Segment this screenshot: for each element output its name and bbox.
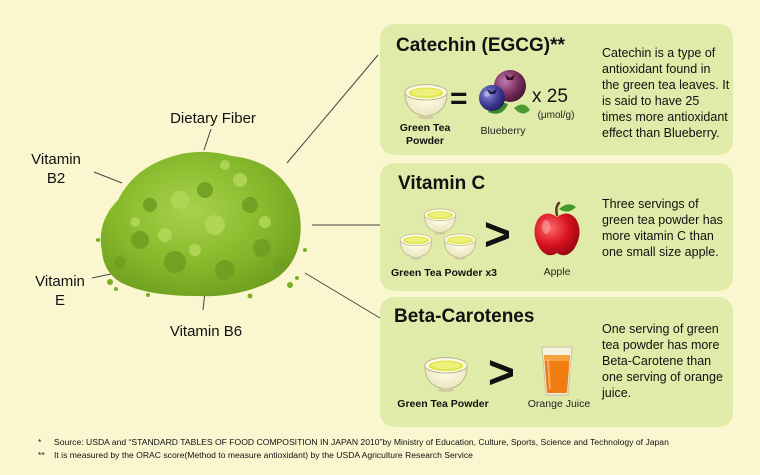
beta-carotenes-description: One serving of green tea powder has more… — [602, 322, 723, 400]
multiplier-value: x 25 — [532, 86, 568, 107]
label-vitamin-b2-line2: B2 — [46, 170, 66, 187]
card-beta-carotenes-title: Beta-Carotenes — [394, 306, 535, 327]
green-tea-cup-icon — [443, 233, 477, 260]
label-dietary-fiber: Dietary Fiber — [170, 110, 256, 127]
green-tea-cup-icon — [404, 84, 448, 120]
label-vitamin-b6: Vitamin B6 — [169, 323, 243, 340]
green-tea-powder-label-line1: Green Tea — [399, 122, 451, 134]
greater-than-sign: > — [484, 208, 511, 260]
footnote-source-mark: * — [38, 437, 42, 447]
greater-than-sign: > — [488, 346, 515, 398]
card-vitamin-c: Vitamin C > Green Tea Powder x3 Apple Th… — [380, 163, 733, 291]
connector-lines — [91, 54, 381, 319]
blueberry-icon — [479, 70, 530, 114]
label-vitamin-b2-line1: Vitamin — [31, 151, 81, 168]
green-tea-cup-icon — [399, 233, 433, 260]
equals-sign: = — [450, 82, 468, 115]
orange-juice-label: Orange Juice — [527, 398, 591, 410]
apple-icon — [534, 201, 580, 256]
matcha-powder-pile-icon — [96, 151, 307, 299]
blueberry-label: Blueberry — [480, 125, 526, 137]
green-tea-powder-label: Green Tea Powder — [397, 398, 489, 410]
label-vitamin-e-line1: Vitamin — [35, 273, 85, 290]
green-tea-cup-icon — [424, 357, 468, 393]
green-tea-powder-label-line2: Powder — [406, 135, 444, 147]
orange-juice-glass-icon — [541, 346, 573, 396]
card-vitamin-c-title: Vitamin C — [398, 173, 486, 194]
unit-label: (μmol/g) — [537, 110, 575, 121]
label-vitamin-b2: Vitamin B2 — [20, 150, 92, 188]
vitamin-c-description: Three servings of green tea powder has m… — [602, 197, 723, 259]
card-catechin-title: Catechin (EGCG)** — [396, 35, 565, 56]
label-vitamin-e-line2: E — [54, 292, 65, 309]
card-beta-carotenes: Beta-Carotenes > Green Tea Powder Orange… — [380, 297, 733, 427]
green-tea-powder-label: Green Tea Powder — [392, 122, 458, 148]
card-catechin: Catechin (EGCG)** = x 25 (μmol/g) Green … — [380, 24, 733, 155]
footnote-orac-text: It is measured by the ORAC score(Method … — [54, 450, 473, 460]
green-tea-powder-x3-label: Green Tea Powder x3 — [390, 267, 497, 279]
footnote-orac-mark: ** — [38, 450, 45, 460]
catechin-description: Catechin is a type of antioxidant found … — [602, 46, 730, 140]
footnote-source: * Source: USDA and “STANDARD TABLES OF FO… — [38, 437, 669, 447]
footnote-source-text: Source: USDA and “STANDARD TABLES OF FOO… — [54, 437, 669, 447]
apple-label: Apple — [543, 266, 571, 278]
footnote-orac: ** It is measured by the ORAC score(Metho… — [38, 450, 473, 460]
label-vitamin-e: Vitamin E — [24, 272, 96, 310]
